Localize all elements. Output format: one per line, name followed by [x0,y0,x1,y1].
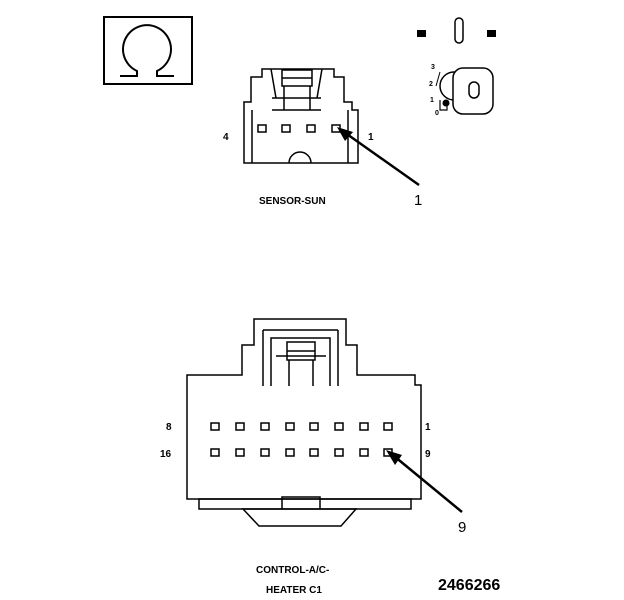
ignition-key-icon: 3 2 1 0 [417,17,496,117]
control-pin-1-label: 1 [425,422,431,433]
omega-symbol [103,16,193,85]
sensor-sun-pin-4-label: 4 [223,132,229,143]
ignition-position-0: 0 [435,110,439,117]
control-callout-arrowhead [386,450,402,465]
figure-number: 2466266 [438,577,500,594]
ignition-position-1: 1 [430,97,434,104]
control-caption-line1: CONTROL-A/C- [256,565,329,576]
control-pin-9-label: 9 [425,449,431,460]
ignition-position-2: 2 [429,81,433,88]
control-pin-16-label: 16 [160,449,172,460]
omega-icon [120,24,174,77]
sensor-sun-connector [243,68,359,164]
sensor-sun-pin-1-label: 1 [368,132,374,143]
control-callout-arrow [393,455,463,513]
ignition-position-3: 3 [431,64,435,71]
control-pin-8-label: 8 [166,422,172,433]
sensor-sun-callout-number: 1 [414,192,422,209]
sensor-sun-callout-arrowhead [337,127,353,141]
control-callout-number: 9 [458,519,466,536]
control-ac-heater-connector [186,318,422,527]
sensor-sun-caption: SENSOR-SUN [259,196,326,207]
sensor-sun-callout-arrow [343,130,420,187]
control-caption-line2: HEATER C1 [266,585,322,596]
